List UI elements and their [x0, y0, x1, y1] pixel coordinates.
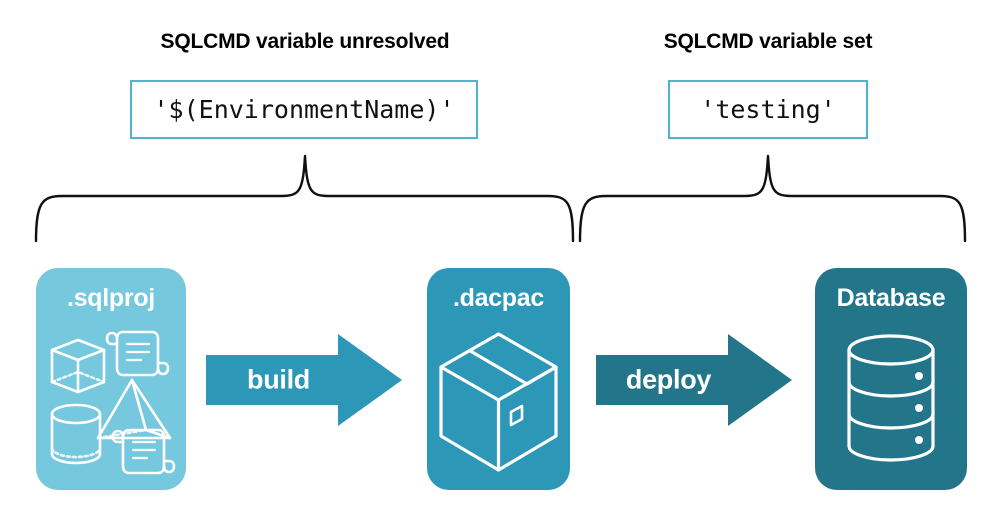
code-value-text-set: 'testing' [700, 95, 836, 124]
scroll-icon [105, 330, 170, 377]
cube-icon [50, 338, 106, 394]
arrow-deploy: deploy [596, 334, 792, 426]
section-title-unresolved: SQLCMD variable unresolved [160, 30, 450, 53]
scroll-icon [111, 428, 176, 475]
package-box-icon [439, 332, 558, 472]
brace-left-icon [34, 154, 575, 243]
stage-label-sqlproj: .sqlproj [67, 284, 155, 312]
stage-box-dacpac: .dacpac [427, 268, 570, 490]
arrow-deploy-icon [596, 334, 792, 426]
stage-box-database: Database [815, 268, 967, 490]
brace-right-icon [578, 154, 967, 243]
cylinder-icon [50, 403, 102, 465]
stage-box-sqlproj: .sqlproj [36, 268, 186, 490]
code-value-box-set: 'testing' [668, 80, 868, 139]
code-value-text-unresolved: '$(EnvironmentName)' [153, 95, 455, 124]
code-value-box-unresolved: '$(EnvironmentName)' [130, 80, 478, 139]
arrow-build-icon [206, 334, 402, 426]
stage-label-database: Database [836, 284, 946, 312]
database-cylinder-icon [847, 334, 935, 462]
database-status-dots [915, 372, 923, 444]
section-title-set: SQLCMD variable set [663, 30, 873, 53]
arrow-build: build [206, 334, 402, 426]
dacpac-package-group [439, 332, 558, 472]
database-icon-group [847, 334, 935, 462]
stage-label-dacpac: .dacpac [452, 284, 544, 312]
sqlproj-artifacts-group [50, 330, 176, 475]
